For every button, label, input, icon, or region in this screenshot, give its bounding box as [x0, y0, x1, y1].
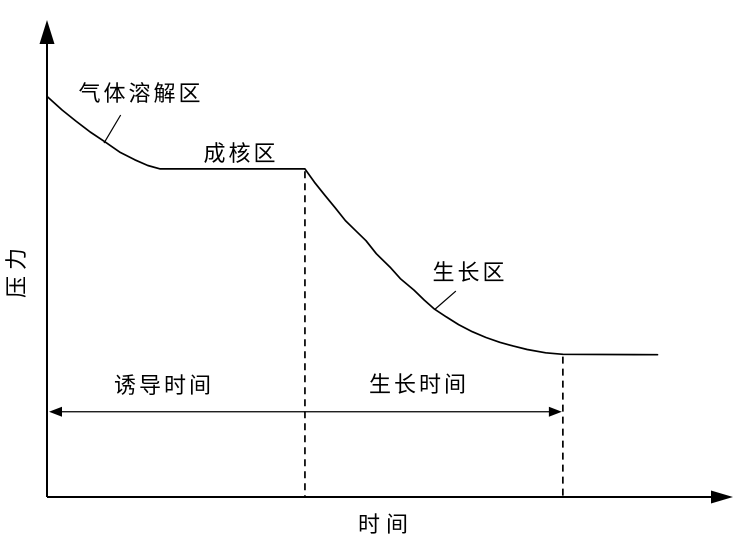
pressure-curve	[46, 96, 659, 356]
x-axis-label: 时间	[357, 512, 415, 537]
gas-dissolution-leader-line	[103, 114, 122, 144]
growth-time-label: 生长时间	[368, 372, 470, 397]
induction-time-label: 诱导时间	[113, 373, 215, 398]
growth-zone-leader-line	[434, 290, 457, 310]
span-arrowhead-right	[548, 406, 562, 417]
growth-zone-label: 生长区	[432, 260, 508, 285]
y-axis-arrowhead	[39, 20, 55, 44]
gas-dissolution-zone-label: 气体溶解区	[78, 81, 204, 106]
nucleation-zone-label: 成核区	[203, 141, 279, 166]
x-axis-arrowhead	[711, 490, 733, 504]
y-axis-label: 压力	[4, 241, 29, 299]
span-arrowhead-left	[49, 406, 62, 417]
